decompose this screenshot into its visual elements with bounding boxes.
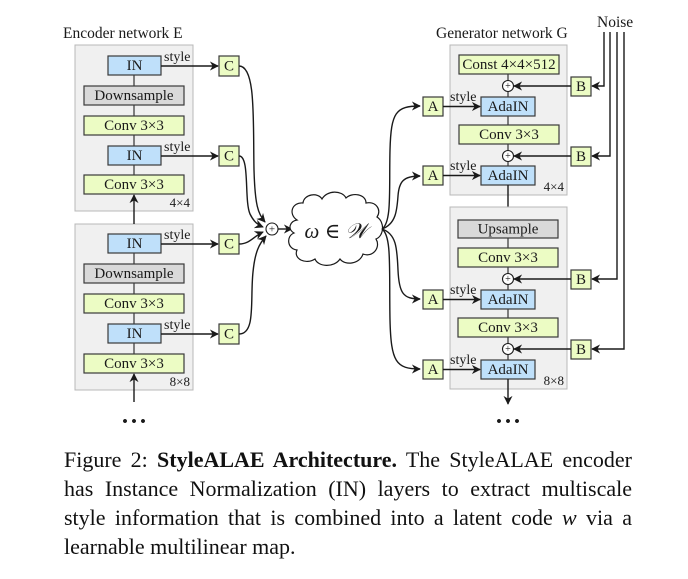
generator-conv-layer <box>457 317 559 338</box>
generator-adain-label: AdaIN <box>488 168 529 184</box>
generator-conv-label: Conv 3×3 <box>478 320 538 336</box>
encoder-downsample-layer <box>83 85 185 106</box>
combiner-c-boxes: C C C C <box>218 55 240 345</box>
latent-cloud <box>288 191 384 266</box>
generator-adain-label: AdaIN <box>488 99 529 115</box>
encoder-conv-layer <box>83 353 185 374</box>
style-label: style <box>164 50 190 65</box>
caption-bold-title: StyleALAE Architecture. <box>157 447 398 472</box>
combiner-label: C <box>224 327 234 343</box>
generator-conv-layer <box>457 247 559 268</box>
style-label: style <box>164 140 190 155</box>
architecture-diagram: Encoder network E IN Downsample Conv 3×3… <box>63 14 633 430</box>
generator-upsample-layer <box>457 219 559 239</box>
resolution-label: 8×8 <box>544 373 564 388</box>
generator-conv-label: Conv 3×3 <box>479 127 539 143</box>
generator-ellipsis: • • • <box>496 414 519 430</box>
affine-label: A <box>428 292 439 308</box>
encoder-downsample-label: Downsample <box>94 88 173 104</box>
sum-symbol: + <box>269 224 275 236</box>
encoder-conv-label: Conv 3×3 <box>104 296 164 312</box>
generator-const-label: Const 4×4×512 <box>462 57 555 73</box>
generator-const-layer <box>458 54 560 75</box>
encoder-downsample-layer <box>83 263 185 284</box>
encoder-ellipsis: • • • <box>122 414 145 430</box>
generator-conv-layer <box>458 124 560 145</box>
affine-a-boxes: A style A style A style A style <box>422 90 481 380</box>
generator-title: Generator network G <box>436 25 568 42</box>
generator-adain-layer <box>480 289 536 310</box>
encoder-conv-label: Conv 3×3 <box>104 118 164 134</box>
style-label: style <box>450 90 476 105</box>
caption-text: The StyleALAE encoder has Instance Norma… <box>64 447 632 530</box>
encoder-in-label: IN <box>127 326 143 342</box>
encoder-title: Encoder network E <box>63 25 183 42</box>
caption-text-end: via a learnable multilinear map. <box>64 505 632 559</box>
encoder-style-paths: style style style style <box>161 50 219 339</box>
generator-conv-label: Conv 3×3 <box>478 250 538 266</box>
caption-prefix: Figure 2: <box>64 447 158 472</box>
noise-scale-label: B <box>576 272 586 288</box>
style-label: style <box>164 228 190 243</box>
style-label: style <box>450 159 476 174</box>
encoder-in-label: IN <box>127 58 143 74</box>
noise-scale-label: B <box>576 79 586 95</box>
add-symbol: + <box>505 344 511 355</box>
add-symbol: + <box>505 274 511 285</box>
encoder-conv-label: Conv 3×3 <box>104 356 164 372</box>
encoder-conv-layer <box>83 115 185 136</box>
resolution-label: 8×8 <box>170 374 190 389</box>
add-symbol: + <box>505 151 511 162</box>
noise-inputs <box>591 32 625 354</box>
style-label: style <box>450 353 476 368</box>
generator-adain-layer <box>480 96 536 117</box>
affine-label: A <box>428 362 439 378</box>
affine-label: A <box>428 168 439 184</box>
encoder-in-label: IN <box>127 148 143 164</box>
combiner-label: C <box>224 149 234 165</box>
resolution-label: 4×4 <box>544 179 565 194</box>
generator-upsample-label: Upsample <box>478 222 539 238</box>
encoder-block-4x4: IN Downsample Conv 3×3 IN Conv 3×3 4×4 <box>74 44 194 212</box>
affine-label: A <box>428 99 439 115</box>
noise-scale-label: B <box>576 342 586 358</box>
encoder-block-8x8: IN Downsample Conv 3×3 IN Conv 3×3 8×8 <box>74 223 194 391</box>
figure-caption: Figure 2: StyleALAE Architecture. The St… <box>64 445 632 561</box>
noise-b-boxes: B B B B <box>513 76 592 360</box>
latent-to-affine-paths <box>381 101 421 374</box>
generator-adain-label: AdaIN <box>488 362 529 378</box>
caption-variable: w <box>562 505 577 530</box>
style-label: style <box>164 318 190 333</box>
generator-block-8x8: Upsample Conv 3×3 + AdaIN Conv 3×3 + Ada… <box>449 206 568 390</box>
latent-label: ω ∈ 𝒲 <box>305 219 373 243</box>
generator-adain-label: AdaIN <box>488 292 529 308</box>
combiner-label: C <box>224 59 234 75</box>
resolution-label: 4×4 <box>170 195 191 210</box>
encoder-downsample-label: Downsample <box>94 266 173 282</box>
combiner-to-sum-paths <box>238 65 267 335</box>
add-symbol: + <box>505 81 511 92</box>
encoder-conv-layer <box>83 174 185 195</box>
combiner-label: C <box>224 237 234 253</box>
noise-label: Noise <box>597 14 633 31</box>
encoder-conv-layer <box>83 293 185 314</box>
encoder-in-label: IN <box>127 236 143 252</box>
style-label: style <box>450 283 476 298</box>
generator-block-4x4: Const 4×4×512 + AdaIN Conv 3×3 + AdaIN 4… <box>449 44 568 196</box>
encoder-conv-label: Conv 3×3 <box>104 177 164 193</box>
noise-scale-label: B <box>576 149 586 165</box>
